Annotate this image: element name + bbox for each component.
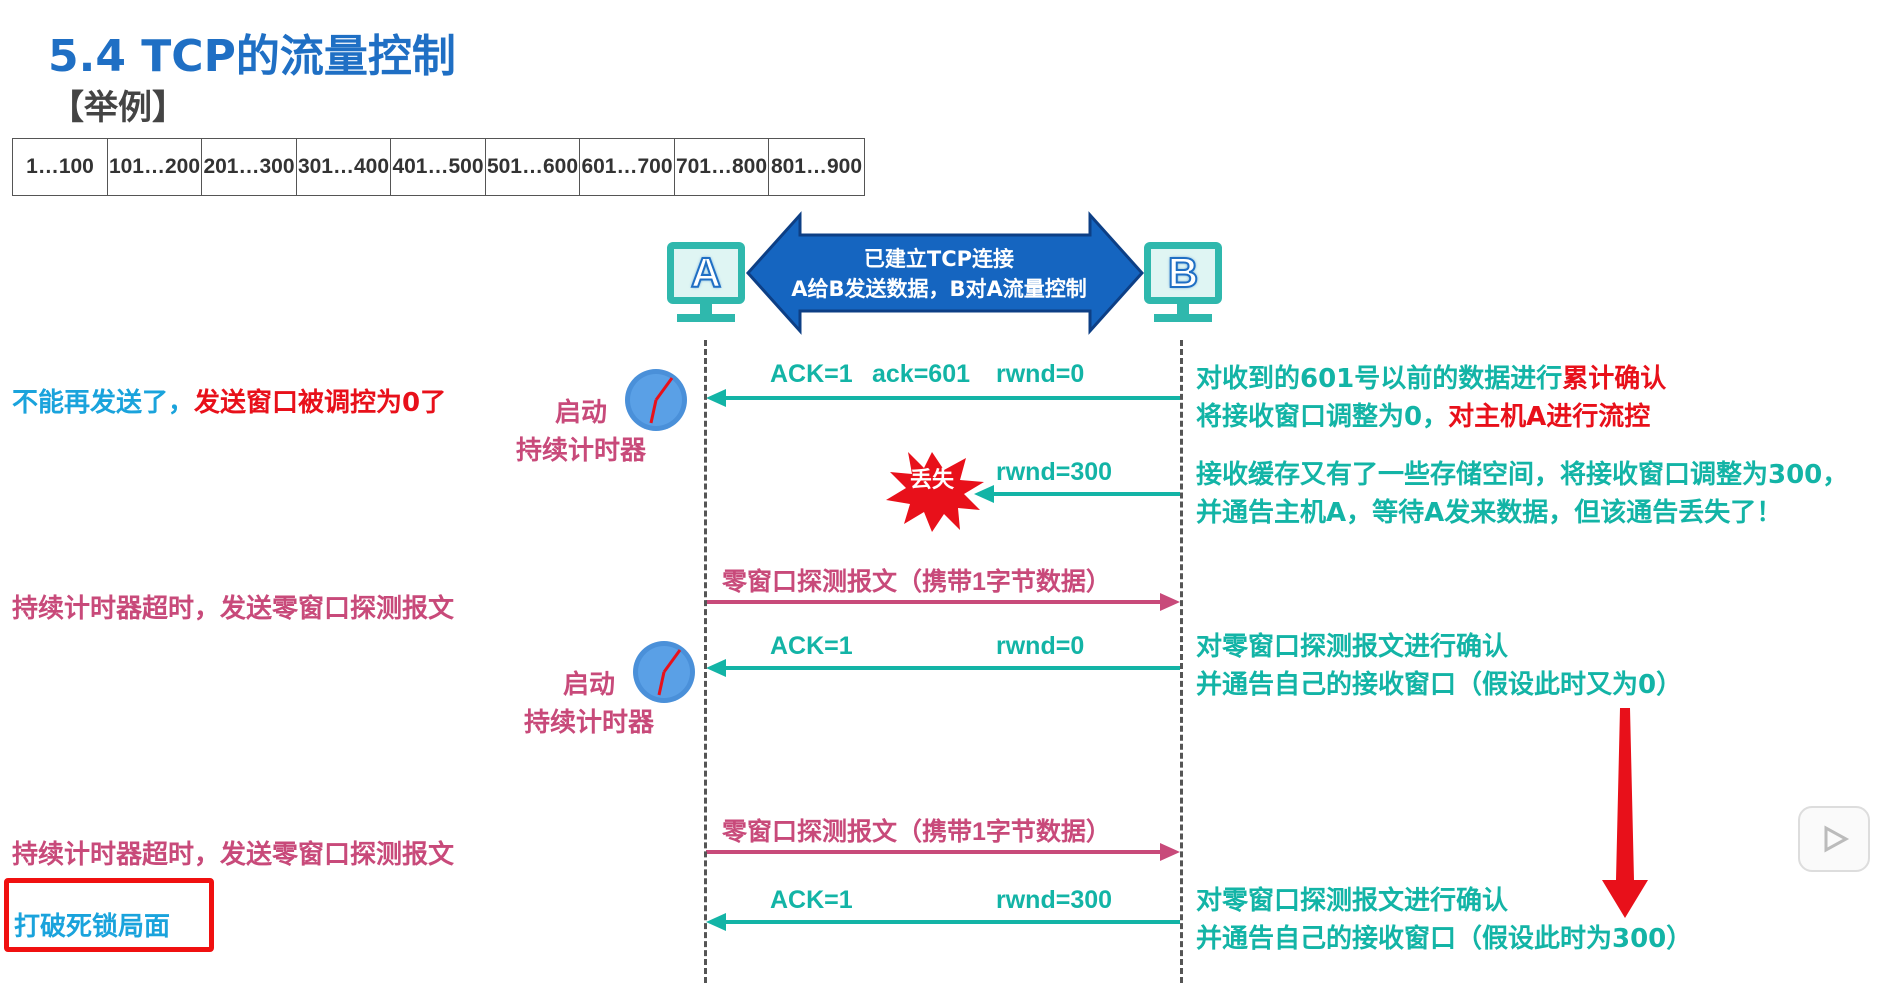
ack-arrow-head — [706, 913, 726, 931]
host-a-label: A — [674, 248, 738, 297]
note3: 对零窗口探测报文进行确认 并通告自己的接收窗口（假设此时又为0） — [1196, 628, 1682, 704]
sequence-block: 701…800 — [675, 139, 769, 195]
lost-burst-icon — [886, 452, 984, 532]
sequence-block: 501…600 — [486, 139, 580, 195]
note1: 对收到的601号以前的数据进行累计确认 将接收窗口调整为0，对主机A进行流控 — [1196, 360, 1666, 436]
sequence-block: 401…500 — [391, 139, 486, 195]
note4-line1: 对零窗口探测报文进行确认 — [1196, 886, 1509, 916]
sequence-block: 101…200 — [108, 139, 202, 195]
msg1-ack-flag: ACK=1 — [770, 360, 853, 388]
timer-label-1-line1: 启动 — [555, 398, 608, 428]
connection-double-arrow — [745, 211, 1145, 335]
msg2-rwnd: rwnd=300 — [996, 458, 1113, 486]
left-note-4: 打破死锁局面 — [14, 912, 171, 942]
left-note-1b: 发送窗口被调控为0了 — [194, 388, 447, 418]
page-subtitle: 【举例】 — [50, 88, 186, 128]
timer-clock-icon — [625, 369, 687, 431]
host-b-timeline — [1180, 340, 1183, 983]
deadlock-highlight-box — [4, 878, 214, 952]
timer-label-1-line2: 持续计时器 — [516, 436, 647, 466]
note2: 接收缓存又有了一些存储空间，将接收窗口调整为300， 并通告主机A，等待A发来数… — [1196, 456, 1848, 532]
lost-label: 丢失 — [909, 468, 954, 493]
note4-line2: 并通告自己的接收窗口（假设此时为300） — [1196, 924, 1693, 954]
play-button[interactable] — [1798, 806, 1870, 872]
monitor-icon: A — [667, 242, 745, 304]
host-a-timeline — [704, 340, 707, 983]
note1-line2: 将接收窗口调整为0， — [1196, 402, 1449, 432]
connection-banner: 已建立TCP连接 A给B发送数据，B对A流量控制 — [752, 224, 1126, 324]
msg6-ack-flag: ACK=1 — [770, 886, 853, 914]
note1-line1-emphasis: 累计确认 — [1562, 364, 1667, 394]
host-b-label: B — [1151, 248, 1215, 297]
host-a: A — [667, 242, 745, 322]
sequence-block: 601…700 — [580, 139, 675, 195]
msg6-rwnd: rwnd=300 — [996, 886, 1113, 914]
note1-line2-emphasis: 对主机A进行流控 — [1448, 402, 1651, 432]
msg1-ack-number: ack=601 — [872, 360, 971, 388]
note2-line2: 并通告主机A，等待A发来数据，但该通告丢失了！ — [1196, 498, 1783, 528]
page-title: 5.4 TCP的流量控制 — [48, 31, 456, 82]
sequence-block: 801…900 — [770, 155, 863, 178]
monitor-icon: B — [1144, 242, 1222, 304]
msg1-rwnd: rwnd=0 — [996, 360, 1085, 388]
ack-arrow-head — [706, 389, 726, 407]
play-icon — [1824, 825, 1850, 853]
note4: 对零窗口探测报文进行确认 并通告自己的接收窗口（假设此时为300） — [1196, 882, 1692, 958]
host-b: B — [1144, 242, 1222, 322]
red-down-arrow — [1602, 708, 1648, 918]
left-note-1a: 不能再发送了， — [12, 388, 195, 418]
left-note-3: 持续计时器超时，发送零窗口探测报文 — [12, 840, 455, 870]
msg4-ack-flag: ACK=1 — [770, 632, 853, 660]
window-update-arrow-head — [974, 485, 994, 503]
note1-line1: 对收到的601号以前的数据进行 — [1196, 364, 1563, 394]
sequence-number-table: 1…100 101…200 201…300 301…400 401…500 50… — [12, 138, 865, 196]
probe-arrow-head — [1160, 593, 1180, 611]
timer-label-2: 启动 持续计时器 — [524, 666, 654, 742]
probe-arrow-head — [1160, 843, 1180, 861]
timer-clock-icon — [633, 641, 695, 703]
timer-label-1: 启动 持续计时器 — [516, 394, 646, 470]
sequence-block: 301…400 — [297, 139, 391, 195]
msg4-rwnd: rwnd=0 — [996, 632, 1085, 660]
sequence-block: 1…100 — [13, 139, 108, 195]
msg3-probe-label: 零窗口探测报文（携带1字节数据） — [722, 568, 1111, 596]
sequence-block: 201…300 — [202, 139, 297, 195]
note3-line2: 并通告自己的接收窗口（假设此时又为0） — [1196, 670, 1683, 700]
banner-line-2: A给B发送数据，B对A流量控制 — [791, 277, 1087, 301]
timer-label-2-line2: 持续计时器 — [524, 708, 655, 738]
note2-line1: 接收缓存又有了一些存储空间，将接收窗口调整为300， — [1196, 460, 1849, 490]
left-note-1: 不能再发送了，发送窗口被调控为0了 — [12, 382, 446, 419]
timer-label-2-line1: 启动 — [563, 670, 616, 700]
left-note-2: 持续计时器超时，发送零窗口探测报文 — [12, 594, 455, 624]
banner-line-1: 已建立TCP连接 — [863, 247, 1015, 271]
note3-line1: 对零窗口探测报文进行确认 — [1196, 632, 1509, 662]
msg5-probe-label: 零窗口探测报文（携带1字节数据） — [722, 818, 1111, 846]
ack-arrow-head — [706, 659, 726, 677]
